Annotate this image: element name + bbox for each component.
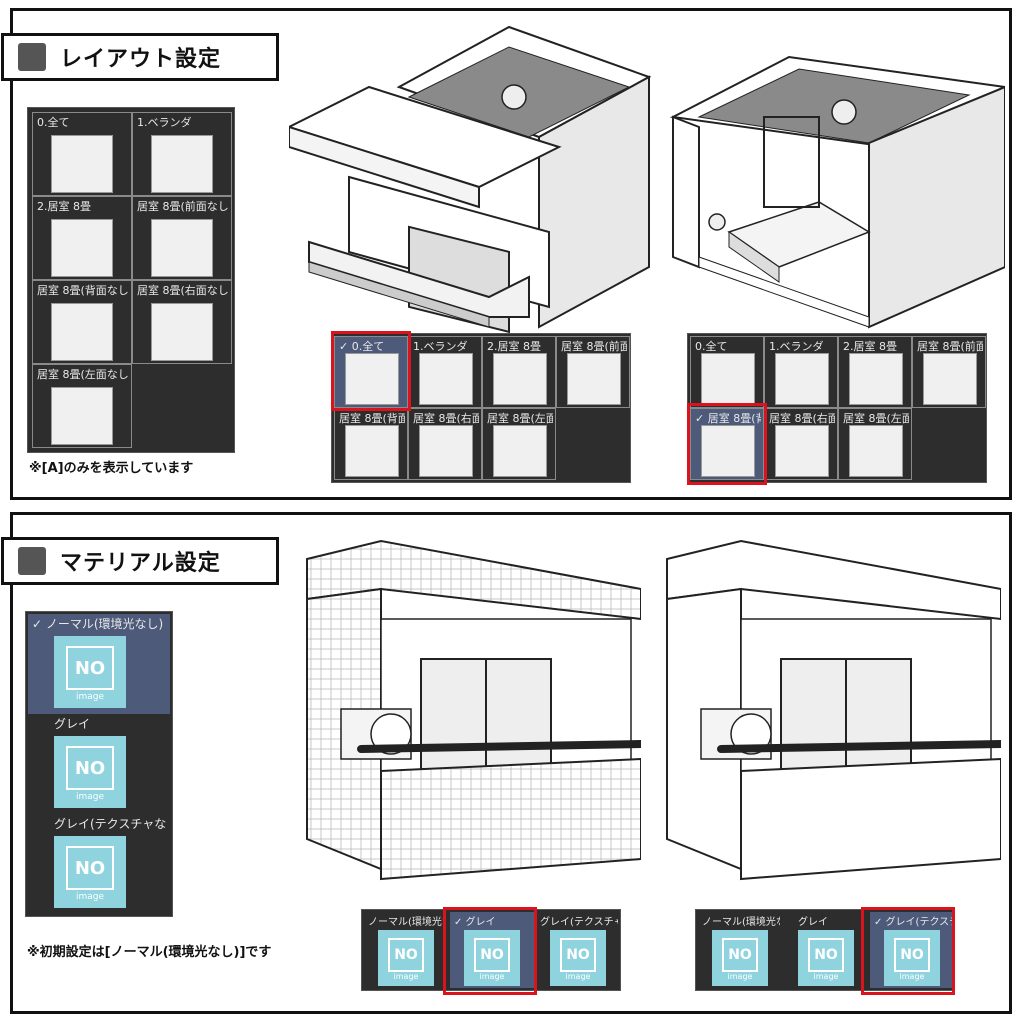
material-section-title: マテリアル設定 [60,551,221,576]
layout-example-a-item-room[interactable]: 2.居室 8畳 [482,336,556,408]
material-section-title-box: マテリアル設定 [1,537,279,585]
layout-thumb [849,425,903,477]
layout-thumb [493,353,547,405]
layout-example-b-item-room-no-right[interactable]: 居室 8畳(右面な [764,408,838,480]
no-image-thumb: NO image [550,930,606,986]
layout-icon [18,43,46,71]
layout-thumb [701,353,755,405]
layout-example-b-item-room-no-back[interactable]: ✓ 居室 8畳(背面な [690,408,764,480]
layout-example-a-item-room-no-back[interactable]: 居室 8畳(背面な [334,408,408,480]
layout-section-title-box: レイアウト設定 [1,33,279,81]
layout-thumb [345,353,399,405]
layout-example-b-item-all[interactable]: 0.全て [690,336,764,408]
layout-item-veranda[interactable]: 1.ベランダ [132,112,232,196]
material-example-b-normal[interactable]: ノーマル(環境光なし NO image [698,912,782,988]
layout-thumb [701,425,755,477]
layout-item-room-no-front[interactable]: 居室 8畳(前面なし) [132,196,232,280]
layout-section: レイアウト設定 0.全て 1.ベランダ 2.居室 8畳 居室 8畳(前面なし) … [1,8,1012,500]
material-example-a-gray-no-texture[interactable]: グレイ(テクスチャなし NO image [536,912,620,988]
layout-example-b-highlight [687,403,767,485]
layout-thumb [151,303,213,361]
layout-item-room-no-back[interactable]: 居室 8畳(背面なし) [32,280,132,364]
layout-example-a-item-room-no-right[interactable]: 居室 8畳(右面な [408,408,482,480]
layout-thumb [775,425,829,477]
layout-example-b-item-room-no-left[interactable]: 居室 8畳(左面な [838,408,912,480]
no-image-thumb: NO image [378,930,434,986]
material-example-b-gray-no-texture[interactable]: ✓ グレイ(テクスチャなし NO image [870,912,954,988]
layout-thumb [51,387,113,445]
no-image-thumb: NO image [798,930,854,986]
layout-thumb [419,353,473,405]
layout-thumb [775,353,829,405]
layout-example-panel-b: 0.全て 1.ベランダ 2.居室 8畳 居室 8畳(前面な ✓ 居室 8畳(背面… [687,333,987,483]
room-interior-illustration [669,55,1005,329]
layout-example-a-item-all[interactable]: ✓ 0.全て [334,336,408,408]
layout-example-b-item-room-no-front[interactable]: 居室 8畳(前面な [912,336,986,408]
layout-item-room-no-left[interactable]: 居室 8畳(左面なし) [32,364,132,448]
layout-thumb [567,353,621,405]
layout-note: ※[A]のみを表示しています [29,461,194,476]
material-example-a-highlight [443,907,537,995]
material-example-a-gray[interactable]: ✓ グレイ NO image [450,912,534,988]
layout-thumb [151,135,213,193]
material-item-gray-no-texture[interactable]: グレイ(テクスチャなし) NO image [28,814,170,914]
layout-thumb [151,219,213,277]
material-example-b-gray[interactable]: グレイ NO image [784,912,868,988]
material-section: マテリアル設定 ✓ ノーマル(環境光なし) NO image グレイ NO im… [1,512,1012,1014]
material-example-a-normal[interactable]: ノーマル(環境光なし NO image [364,912,448,988]
layout-list-panel: 0.全て 1.ベランダ 2.居室 8畳 居室 8畳(前面なし) 居室 8畳(背面… [27,107,235,453]
layout-example-b-item-room[interactable]: 2.居室 8畳 [838,336,912,408]
material-example-panel-a: ノーマル(環境光なし NO image ✓ グレイ NO image グレイ(テ… [361,909,621,991]
material-icon [18,547,46,575]
layout-thumb [51,219,113,277]
layout-thumb [345,425,399,477]
layout-item-all[interactable]: 0.全て [32,112,132,196]
balcony-plain-illustration [666,539,1001,881]
layout-example-a-item-room-no-front[interactable]: 居室 8畳(前面な [556,336,630,408]
no-image-thumb: NO image [464,930,520,986]
no-image-thumb: NO image [54,836,126,908]
layout-item-room-no-right[interactable]: 居室 8畳(右面なし) [132,280,232,364]
layout-thumb [923,353,977,405]
layout-thumb [419,425,473,477]
layout-thumb [849,353,903,405]
material-example-b-highlight [861,907,955,995]
layout-thumb [493,425,547,477]
no-image-thumb: NO image [54,736,126,808]
no-image-thumb: NO image [712,930,768,986]
layout-thumb [51,303,113,361]
material-note: ※初期設定は[ノーマル(環境光なし)]です [27,945,272,960]
layout-item-room[interactable]: 2.居室 8畳 [32,196,132,280]
no-image-thumb: NO image [54,636,126,708]
layout-example-a-item-room-no-left[interactable]: 居室 8畳(左面な [482,408,556,480]
material-item-gray[interactable]: グレイ NO image [28,714,170,814]
balcony-textured-illustration [306,539,641,881]
veranda-building-illustration [289,25,652,334]
material-list-panel: ✓ ノーマル(環境光なし) NO image グレイ NO image グレイ(… [25,611,173,917]
material-example-panel-b: ノーマル(環境光なし NO image グレイ NO image ✓ グレイ(テ… [695,909,955,991]
layout-thumb [51,135,113,193]
layout-example-b-item-veranda[interactable]: 1.ベランダ [764,336,838,408]
material-item-normal[interactable]: ✓ ノーマル(環境光なし) NO image [28,614,170,714]
layout-example-a-item-veranda[interactable]: 1.ベランダ [408,336,482,408]
layout-section-title: レイアウト設定 [60,47,222,72]
layout-example-a-highlight [331,331,411,411]
no-image-thumb: NO image [884,930,940,986]
